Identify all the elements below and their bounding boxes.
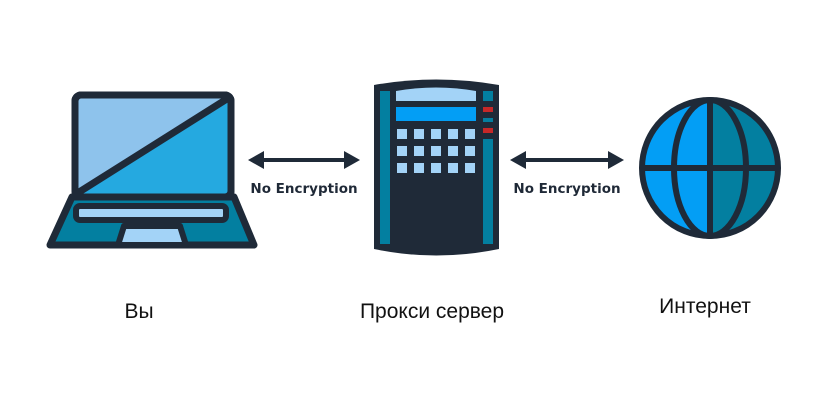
globe-icon bbox=[639, 97, 781, 239]
server-icon bbox=[374, 79, 499, 256]
laptop-icon bbox=[46, 91, 258, 249]
link-label: No Encryption bbox=[513, 181, 621, 197]
link-label: No Encryption bbox=[250, 181, 358, 197]
double-arrow-icon bbox=[248, 151, 360, 169]
node-label-proxy: Прокси сервер bbox=[359, 300, 505, 323]
node-label-you: Вы bbox=[124, 300, 154, 323]
double-arrow-icon bbox=[510, 151, 624, 169]
node-label-internet: Интернет bbox=[659, 295, 751, 318]
